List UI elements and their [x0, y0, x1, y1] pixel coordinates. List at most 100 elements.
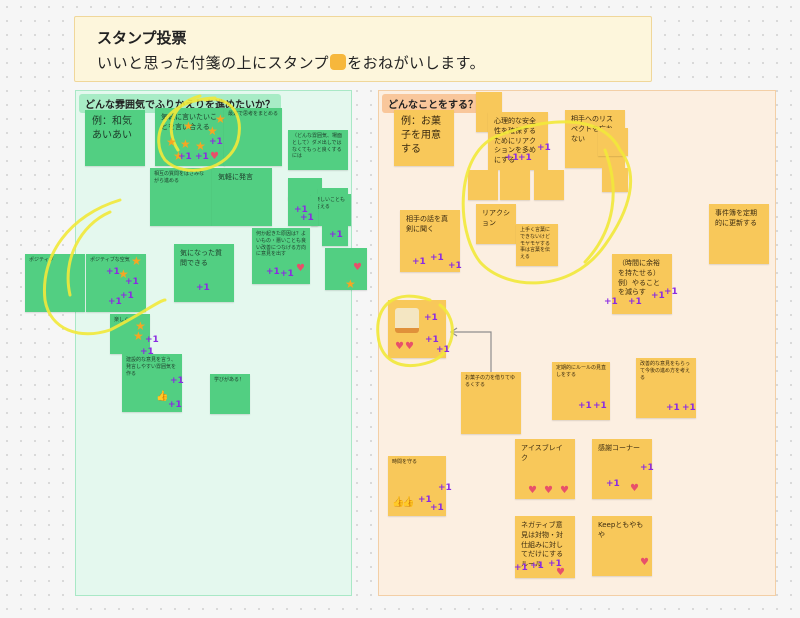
plus-one-stamp[interactable]: +1 [628, 297, 642, 307]
sticky-note-example[interactable]: 例：お菓子を用意する [394, 110, 454, 166]
sticky-note[interactable]: 時間を守る [388, 456, 446, 516]
plus-one-stamp[interactable]: +1 [168, 400, 182, 410]
plus-one-stamp[interactable]: +1 [593, 401, 607, 411]
star-stamp[interactable]: ★ [118, 267, 129, 281]
plus-one-stamp[interactable]: +1 [300, 213, 314, 223]
sticky-note[interactable] [500, 170, 530, 200]
heart-stamp[interactable]: ♥ [528, 485, 537, 496]
sticky-note[interactable] [322, 226, 348, 246]
plus-one-stamp[interactable]: +1 [518, 153, 532, 163]
sticky-note[interactable]: ネガティブ意見は対物・対仕組みに対してだけにするルール [515, 516, 575, 578]
sticky-note[interactable]: アイスブレイク [515, 439, 575, 499]
sticky-note[interactable]: （どんな雰囲気、場面として）ダメ出しではなくてもっと良くするには [288, 130, 348, 170]
plus-one-stamp[interactable]: +1 [430, 503, 444, 513]
sticky-note[interactable]: お菓子の力を借りてゆるくする [461, 372, 521, 434]
plus-one-stamp[interactable]: +1 [640, 463, 654, 473]
activities-frame-label[interactable]: どんなことをする？ [382, 94, 484, 113]
plus-one-stamp[interactable]: +1 [436, 345, 450, 355]
star-stamp[interactable]: ★ [183, 119, 194, 133]
sticky-note[interactable] [468, 170, 498, 200]
heart-stamp[interactable]: ♥ [296, 263, 305, 274]
plus-one-stamp[interactable]: +1 [578, 401, 592, 411]
plus-one-stamp[interactable]: +1 [514, 563, 528, 573]
plus-one-stamp[interactable]: +1 [666, 403, 680, 413]
plus-one-stamp[interactable]: +1 [606, 479, 620, 489]
heart-stamp[interactable]: ♥ [560, 485, 569, 496]
sticky-note[interactable] [288, 196, 318, 226]
star-stamp[interactable]: ★ [207, 124, 218, 138]
plus-one-stamp[interactable]: +1 [438, 483, 452, 493]
sticky-note[interactable]: 定期的にルールの見直しをする [552, 362, 610, 420]
plus-one-stamp[interactable]: +1 [418, 495, 432, 505]
plus-one-stamp[interactable]: +1 [548, 559, 562, 569]
sticky-note[interactable]: 感謝コーナー [592, 439, 652, 499]
sticky-note[interactable]: 相互の質問をはさみながら進める [150, 168, 212, 226]
heart-stamp[interactable]: ♥ [544, 485, 553, 496]
plus-one-stamp[interactable]: +1 [651, 291, 665, 301]
plus-one-stamp[interactable]: +1 [537, 143, 551, 153]
plus-one-stamp[interactable]: +1 [145, 335, 159, 345]
sticky-note[interactable]: 学びがある！ [210, 374, 250, 414]
sticky-note-example[interactable]: 例：和気あいあい [85, 110, 145, 166]
plus-one-stamp[interactable]: +1 [412, 257, 426, 267]
star-stamp[interactable]: ★ [173, 149, 184, 163]
plus-one-stamp[interactable]: +1 [329, 230, 343, 240]
heart-stamp[interactable]: ♥ [405, 341, 414, 352]
sticky-note[interactable]: リアクション [476, 204, 516, 244]
plus-one-stamp[interactable]: +1 [108, 297, 122, 307]
plus-one-stamp[interactable]: +1 [106, 267, 120, 277]
star-stamp[interactable]: ★ [166, 135, 177, 149]
plus-one-stamp[interactable]: +1 [294, 205, 308, 215]
star-stamp[interactable]: ★ [133, 329, 144, 343]
plus-one-stamp[interactable]: +1 [424, 313, 438, 323]
plus-one-stamp[interactable]: +1 [125, 277, 139, 287]
thumbs-up-stamp-icon[interactable]: 👍 [392, 497, 405, 508]
plus-one-stamp[interactable]: +1 [448, 261, 462, 271]
thumbs-up-stamp-icon[interactable]: 👍 [156, 391, 169, 402]
plus-one-stamp[interactable]: +1 [280, 269, 294, 279]
sticky-note[interactable]: ポジティブ [25, 254, 85, 312]
heart-stamp[interactable]: ♥ [210, 151, 219, 162]
sticky-note[interactable]: ポジティブな空気 [86, 254, 146, 312]
thumbs-up-stamp-icon[interactable]: 👍 [402, 497, 415, 508]
star-stamp[interactable]: ★ [215, 112, 226, 126]
plus-one-stamp[interactable]: +1 [195, 152, 209, 162]
plus-one-stamp[interactable]: +1 [209, 137, 223, 147]
sticky-note[interactable]: 最速で思考をまとめる [224, 108, 282, 166]
heart-stamp[interactable]: ♥ [395, 341, 404, 352]
plus-one-stamp[interactable]: +1 [266, 267, 280, 277]
heart-stamp[interactable]: ♥ [640, 557, 649, 568]
plus-one-stamp[interactable]: +1 [530, 561, 544, 571]
sticky-note[interactable]: 気になった質問できる [174, 244, 234, 302]
sticky-note[interactable]: 事件簿を定期的に更新する [709, 204, 769, 264]
star-stamp[interactable]: ★ [345, 277, 356, 291]
heart-stamp[interactable]: ♥ [630, 483, 639, 494]
sticky-note[interactable] [325, 248, 367, 290]
plus-one-stamp[interactable]: +1 [682, 403, 696, 413]
plus-one-stamp[interactable]: +1 [505, 153, 519, 163]
sticky-note[interactable]: 改善的な意見をもらって今後の進め方を考える [636, 358, 696, 418]
heart-stamp[interactable]: ♥ [353, 262, 362, 273]
plus-one-stamp[interactable]: +1 [196, 283, 210, 293]
sticky-note[interactable] [534, 170, 564, 200]
plus-one-stamp[interactable]: +1 [140, 347, 154, 357]
star-stamp[interactable]: ★ [180, 137, 191, 151]
star-stamp[interactable]: ★ [131, 254, 142, 268]
sticky-note[interactable]: 気軽に発言 [212, 168, 272, 226]
sticky-note[interactable]: 上手く言葉にできないけどモヤモヤする事は言葉を伝える [516, 224, 558, 266]
star-stamp[interactable]: ★ [135, 319, 146, 333]
plus-one-stamp[interactable]: +1 [425, 335, 439, 345]
star-stamp[interactable]: ★ [195, 139, 206, 153]
plus-one-stamp[interactable]: +1 [120, 291, 134, 301]
plus-one-stamp[interactable]: +1 [430, 253, 444, 263]
plus-one-stamp[interactable]: +1 [178, 152, 192, 162]
sticky-note[interactable]: 建設的な意見を言う、発言しやすい雰囲気を作る [122, 354, 182, 412]
sticky-note[interactable]: 相手の話を真剣に聞く [400, 210, 460, 272]
sticky-note[interactable] [602, 168, 628, 192]
sticky-note[interactable]: Keepともやもや [592, 516, 652, 576]
plus-one-stamp[interactable]: +1 [664, 287, 678, 297]
plus-one-stamp[interactable]: +1 [170, 376, 184, 386]
sticky-note[interactable]: 何か起きた原因は？よいもの・悪いことも良い改善につなげる方向に意見を出す [252, 228, 310, 284]
heart-stamp[interactable]: ♥ [556, 567, 565, 578]
sticky-note[interactable]: （時間に余裕を持たせる）例）やることを減らす [612, 254, 672, 314]
